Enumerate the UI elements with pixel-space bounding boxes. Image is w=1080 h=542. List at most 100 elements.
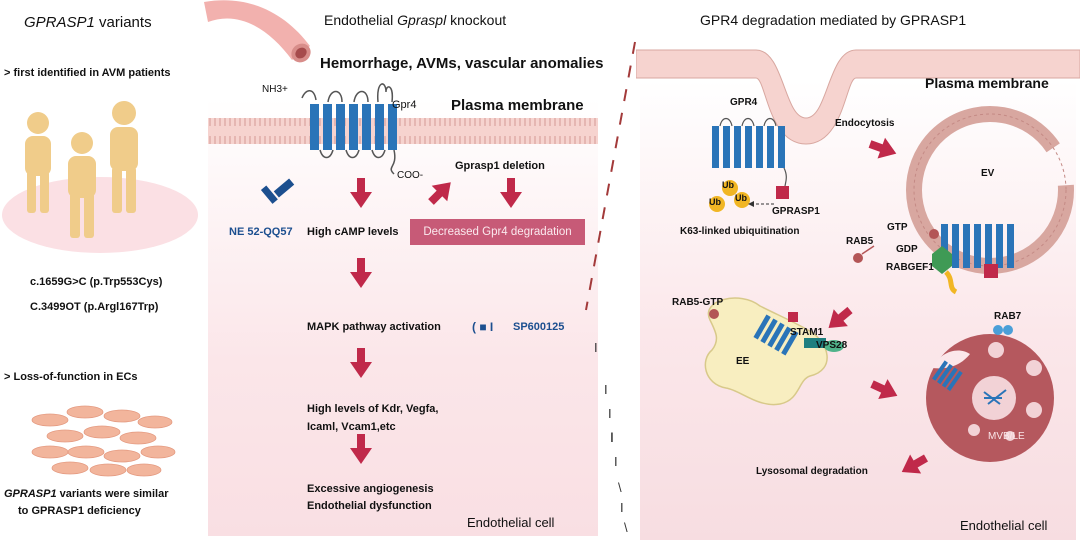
mutation-1: c.1659G>C (p.Trp553Cys)	[30, 276, 163, 288]
mvb-label: MVB/LE	[988, 431, 1025, 442]
middle-title-post: knockout	[446, 12, 507, 28]
mapk-label: MAPK pathway activation	[307, 321, 441, 333]
cell-cluster-icon	[31, 405, 176, 477]
arrow-to-lysosome	[901, 454, 928, 474]
right-gpr4-label: GPR4	[730, 97, 758, 108]
right-plasma-label: Plasma membrane	[925, 75, 1049, 91]
gpr4-receptor-icon	[301, 83, 397, 175]
blood-vessel-icon	[204, 0, 311, 63]
patients-floor	[2, 177, 198, 253]
ub-label-2: Ub	[735, 193, 747, 203]
rab5-dot	[853, 253, 863, 263]
lysosomal-label: Lysosomal degradation	[756, 466, 868, 477]
inhibitor-ne52-label: NE 52-QQ57	[229, 226, 293, 238]
gprasp1-vesicle-icon	[984, 264, 998, 278]
vps28-icon	[824, 340, 844, 352]
arrow-degradation-to-camp	[428, 182, 451, 205]
hemorrhage-label: Hemorrhage, AVMs, vascular anomalies	[320, 55, 604, 72]
ev-label: EV	[981, 168, 995, 179]
rabgef1-icon	[932, 246, 952, 274]
middle-panel-background	[208, 98, 598, 536]
arrow-deletion-down	[500, 178, 522, 208]
gpr4-vesicle-receptor-icon	[941, 224, 1014, 268]
gprasp1-icon	[776, 186, 789, 199]
levels-line2: Icaml, Vcam1,etc	[307, 421, 396, 433]
camp-label: High cAMP levels	[307, 226, 399, 238]
ee-label: EE	[736, 356, 750, 367]
ee-endosome	[704, 297, 828, 406]
deletion-label: Gprasp1 deletion	[455, 160, 545, 172]
rabgef1-label: RABGEF1	[886, 262, 934, 273]
degradation-box: Decreased Gpr4 degradation	[410, 219, 585, 245]
left-title-gene: GPRASP1	[24, 14, 95, 31]
gdp-label: GDP	[896, 244, 918, 255]
middle-arrows	[260, 178, 522, 464]
svg-text:I: I	[604, 382, 608, 397]
arrow-to-mapk	[350, 258, 372, 288]
svg-text:I: I	[614, 454, 618, 469]
ub-label-3: Ub	[709, 197, 721, 207]
gpr4-label: Gpr4	[392, 99, 417, 111]
left-title: GPRASP1 variants	[24, 14, 152, 31]
conclusion-line2: to GPRASP1 deficiency	[18, 505, 141, 517]
middle-title-gene: Gpraspl	[397, 12, 447, 28]
middle-cell-label: Endothelial cell	[467, 515, 555, 530]
outcome-line2: Endothelial dysfunction	[307, 500, 432, 512]
point-loss-of-function: > Loss-of-function in ECs	[4, 371, 138, 383]
middle-title-pre: Endothelial	[324, 12, 398, 28]
ub-label-1: Ub	[722, 180, 734, 190]
gpr4-pit-receptor-icon	[712, 126, 785, 168]
gprasp1-label: GPRASP1	[772, 206, 820, 217]
arrow-to-camp	[350, 178, 372, 208]
rab5-gtp-icon	[709, 309, 719, 319]
svg-text:\: \	[624, 520, 628, 535]
conclusion-line1: GPRASP1 variants were similar	[4, 488, 168, 500]
inhibitor-sp-label: SP600125	[513, 321, 565, 333]
gprasp1-ee-icon	[788, 312, 798, 322]
levels-line1: High levels of Kdr, Vegfa,	[307, 403, 439, 415]
inhibitor-ne52-icon	[260, 178, 295, 204]
vps28-label: VPS28	[816, 340, 848, 351]
gpr4-ee-receptor-icon	[753, 314, 799, 356]
gtp-label: GTP	[887, 222, 908, 233]
arrow-to-mvb	[870, 379, 898, 400]
point-first-identified: > first identified in AVM patients	[4, 67, 171, 79]
right-title: GPR4 degradation mediated by GPRASP1	[700, 12, 967, 28]
mutation-2: C.3499OT (p.Argl167Trp)	[30, 301, 159, 313]
endocytosis-label: Endocytosis	[835, 118, 895, 129]
svg-text:I: I	[608, 406, 612, 421]
arrow-to-ee	[828, 306, 853, 328]
degraded-receptor-icon	[983, 389, 1007, 405]
stam1-label: STAM1	[790, 327, 824, 338]
endosome-diagram	[704, 297, 1054, 474]
svg-text:\: \	[618, 480, 622, 495]
rab5-label: RAB5	[846, 236, 874, 247]
middle-plasma-label: Plasma membrane	[451, 97, 584, 114]
endothelial-cells-illustration	[31, 405, 176, 477]
svg-text:I: I	[610, 429, 614, 445]
panel-separator: I I I I I \ I \	[585, 41, 636, 535]
patients-illustration	[2, 101, 198, 253]
right-cell-label: Endothelial cell	[960, 518, 1048, 533]
coo-label: COO-	[397, 170, 424, 181]
right-plasma-membrane	[636, 49, 1080, 145]
outcome-line1: Excessive angiogenesis	[307, 483, 434, 495]
svg-text:I: I	[620, 500, 624, 515]
arrow-to-levels	[350, 348, 372, 378]
nh3-label: NH3+	[262, 84, 288, 95]
left-title-rest: variants	[94, 14, 152, 31]
conclusion-gene: GPRASP1	[4, 488, 57, 500]
k63-label: K63-linked ubiquitination	[680, 226, 800, 237]
people-icon	[25, 101, 138, 238]
rab7-label: RAB7	[994, 311, 1022, 322]
middle-title: Endothelial Gpraspl knockout	[324, 12, 506, 28]
ubiquitin-icon	[709, 180, 750, 212]
conclusion-rest: variants were similar	[56, 488, 169, 500]
middle-plasma-membrane	[208, 118, 598, 144]
gpr4-mvb-receptor-icon	[932, 360, 963, 392]
arrow-to-outcome	[350, 434, 372, 464]
stam1-icon	[804, 338, 826, 348]
rab5gtp-label: RAB5-GTP	[672, 297, 724, 308]
rab5-gtp-dot	[929, 229, 939, 239]
inhibitor-sp-icon: ( ■ I	[472, 320, 494, 334]
